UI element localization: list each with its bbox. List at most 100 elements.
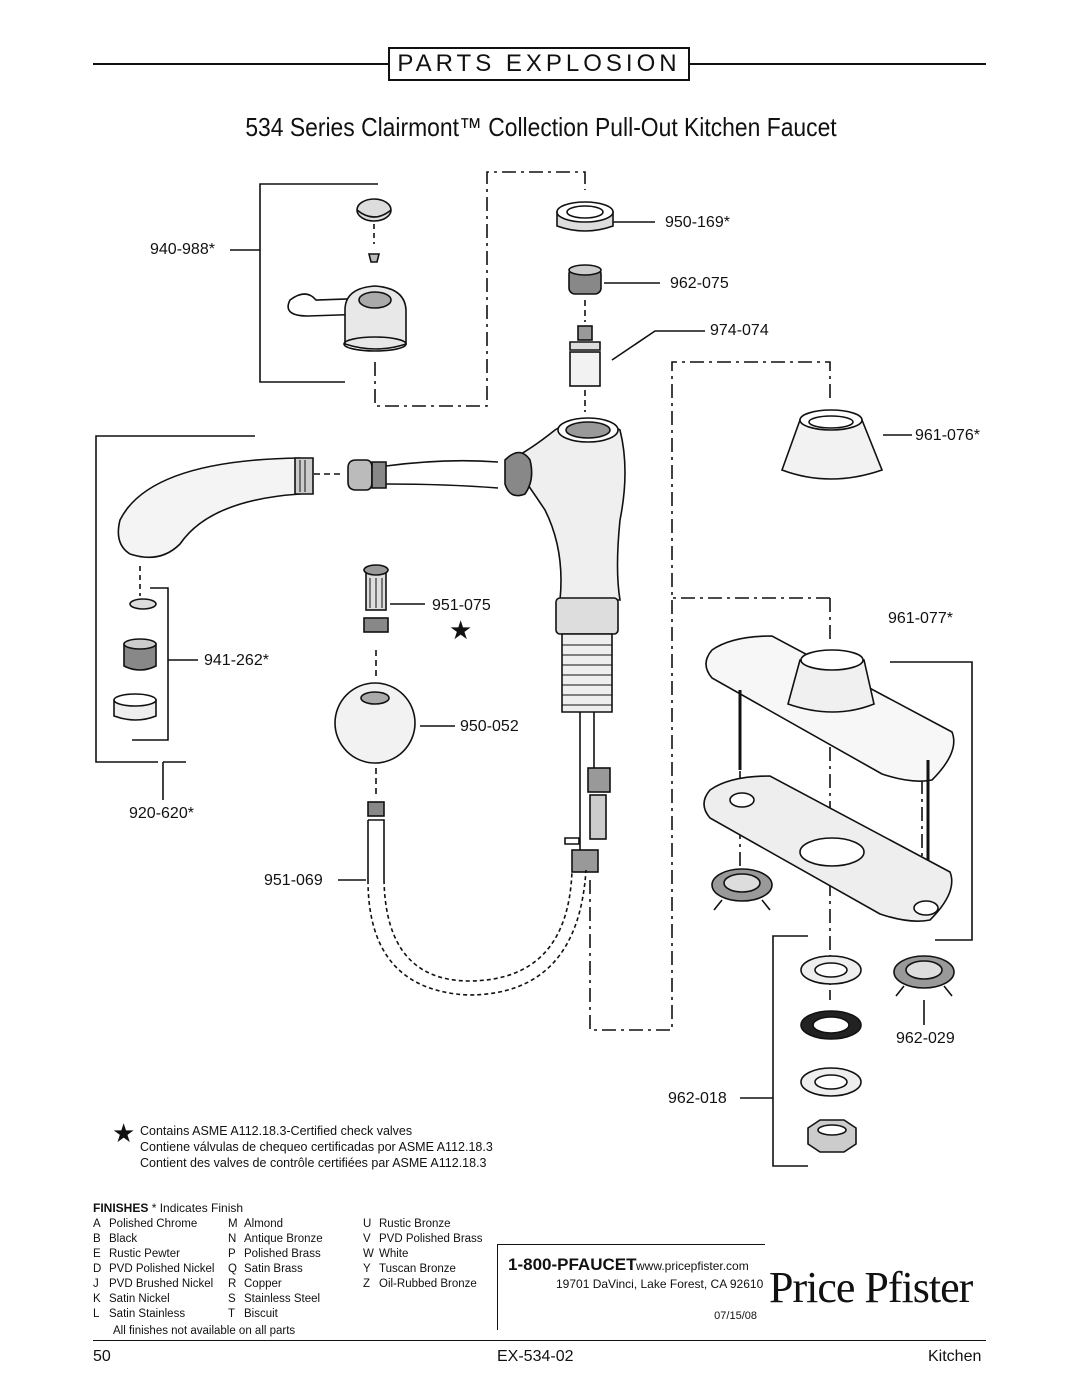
part-label-941-262: 941-262* [204, 652, 269, 669]
finish-item: Q Satin Brass [228, 1262, 323, 1277]
page-number: 50 [93, 1348, 111, 1365]
finish-item: Z Oil-Rubbed Bronze [363, 1277, 483, 1292]
certification-note: Contains ASME A112.18.3-Certified check … [140, 1123, 493, 1171]
finish-item: Y Tuscan Bronze [363, 1262, 483, 1277]
document-code: EX-534-02 [497, 1348, 574, 1365]
note-line-es: Contiene válvulas de chequeo certificada… [140, 1140, 493, 1154]
part-label-920-620: 920-620* [129, 805, 194, 822]
finish-item: M Almond [228, 1217, 323, 1232]
part-label-962-018: 962-018 [668, 1090, 727, 1107]
finish-name: White [379, 1248, 409, 1260]
part-label-951-075: 951-075 [432, 597, 491, 614]
website[interactable]: www.pricepfister.com [636, 1259, 749, 1273]
escutcheon-cap [780, 409, 912, 480]
finishes-title: FINISHES * Indicates Finish [93, 1201, 244, 1215]
finish-name: Rustic Bronze [379, 1218, 451, 1230]
finish-item: E Rustic Pewter [93, 1247, 214, 1262]
faucet-body [504, 417, 626, 873]
finish-item: U Rustic Bronze [363, 1217, 483, 1232]
finish-name: Tuscan Bronze [379, 1263, 456, 1275]
valve-stack [556, 201, 705, 412]
deck-plate [703, 635, 973, 941]
section-title: PARTS EXPLOSION [388, 47, 690, 81]
finish-code: L [93, 1308, 100, 1320]
finish-code: M [228, 1218, 238, 1230]
finish-code: R [228, 1278, 237, 1290]
finish-item: B Black [93, 1232, 214, 1247]
mounting-nut [893, 955, 955, 1025]
finish-name: Polished Brass [244, 1248, 321, 1260]
finish-name: Satin Stainless [109, 1308, 186, 1320]
handle-assembly [230, 171, 586, 407]
finish-name: Biscuit [244, 1308, 278, 1320]
finish-name: Black [109, 1233, 138, 1245]
part-label-961-076: 961-076* [915, 427, 980, 444]
finish-code: W [363, 1248, 374, 1260]
finish-code: D [93, 1263, 102, 1275]
finish-name: Almond [244, 1218, 283, 1230]
header-rule-left [93, 63, 388, 65]
finish-code: K [93, 1293, 101, 1305]
part-label-974-074: 974-074 [710, 322, 769, 339]
finish-code: J [93, 1278, 99, 1290]
finish-name: Polished Chrome [109, 1218, 198, 1230]
part-label-950-052: 950-052 [460, 718, 519, 735]
finish-item: N Antique Bronze [228, 1232, 323, 1247]
finish-name: Rustic Pewter [109, 1248, 180, 1260]
revision-date: 07/15/08 [714, 1310, 757, 1322]
part-label-950-169: 950-169* [665, 214, 730, 231]
page-title: 534 Series Clairmont™ Collection Pull-Ou… [245, 112, 837, 142]
finish-name: PVD Brushed Nickel [109, 1278, 214, 1290]
header-rule-right [690, 63, 986, 65]
finish-item: L Satin Stainless [93, 1307, 214, 1322]
part-label-940-988: 940-988* [150, 241, 215, 258]
finish-code: P [228, 1248, 236, 1260]
finish-name: Satin Brass [244, 1263, 303, 1275]
phone-number: 1-800-PFAUCET [508, 1255, 637, 1274]
part-label-951-069: 951-069 [264, 872, 323, 889]
note-line-fr: Contient des valves de contrôle certifié… [140, 1156, 487, 1170]
finish-item: K Satin Nickel [93, 1292, 214, 1307]
finish-code: U [363, 1218, 372, 1230]
certification-star-icon: ★ [112, 1118, 136, 1148]
finish-code: Z [363, 1278, 371, 1290]
finish-item: P Polished Brass [228, 1247, 323, 1262]
finish-code: B [93, 1233, 101, 1245]
finish-item: W White [363, 1247, 483, 1262]
part-label-962-075: 962-075 [670, 275, 729, 292]
finish-code: Q [228, 1263, 237, 1275]
finish-name: Copper [244, 1278, 282, 1290]
finish-code: N [228, 1233, 237, 1245]
finish-name: Antique Bronze [244, 1233, 323, 1245]
finish-code: V [363, 1233, 371, 1245]
finishes-availability: All finishes not available on all parts [113, 1325, 296, 1337]
finish-item: T Biscuit [228, 1307, 323, 1322]
finish-name: Oil-Rubbed Bronze [379, 1278, 477, 1290]
note-line-en: Contains ASME A112.18.3-Certified check … [140, 1124, 413, 1138]
finish-item: J PVD Brushed Nickel [93, 1277, 214, 1292]
finish-code: T [228, 1308, 236, 1320]
category: Kitchen [928, 1348, 982, 1365]
star-icon: ★ [449, 615, 473, 645]
finish-code: E [93, 1248, 101, 1260]
footer-rule [93, 1340, 986, 1341]
finish-code: Y [363, 1263, 371, 1275]
finish-name: Satin Nickel [109, 1293, 170, 1305]
part-label-961-077: 961-077* [888, 610, 953, 627]
finish-code: S [228, 1293, 236, 1305]
finish-item: D PVD Polished Nickel [93, 1262, 214, 1277]
finish-item: R Copper [228, 1277, 323, 1292]
hose-assembly [334, 564, 587, 996]
spray-head [95, 435, 499, 800]
finish-name: PVD Polished Nickel [109, 1263, 215, 1275]
washer-stack [740, 935, 862, 1167]
contact-box: 1-800-PFAUCET www.pricepfister.com 19701… [497, 1244, 765, 1330]
